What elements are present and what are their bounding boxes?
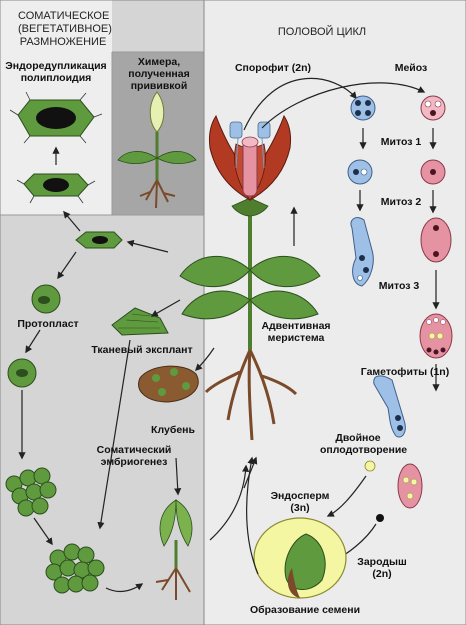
callus-cell (7, 358, 37, 388)
double-fert-label-line-2: оплодотворение (320, 444, 408, 456)
endosperm-nucleus (364, 460, 376, 472)
endo-label-line-1: Эндоредупликация (5, 60, 107, 72)
double-fert-label-line-1: Двойное (335, 432, 381, 444)
left-title-line-1: СОМАТИЧЕСКОЕ (18, 10, 110, 22)
female-tetrad (420, 95, 446, 121)
somatic-embryo-plantlet (155, 499, 193, 600)
chimera-plant (117, 91, 197, 209)
embryo-label-line-2: (2n) (372, 568, 392, 580)
endosperm-label-line-2: (3n) (290, 502, 310, 514)
embryo-sac-8-nuclei (419, 313, 453, 359)
protoplast-label: Протопласт (17, 318, 79, 330)
seed-label: Образование семени (249, 604, 361, 616)
main-plant (179, 197, 321, 441)
embryogenesis-label-line-1: Соматический (96, 444, 172, 456)
mitosis-1-label: Митоз 1 (380, 136, 422, 148)
protoplast (31, 284, 61, 314)
chimera-label-line-3: прививкой (130, 80, 188, 92)
pollen-tube-early (350, 217, 374, 287)
adventive-label-line-1: Адвентивная (261, 320, 331, 332)
megaspore (420, 159, 446, 185)
tuber-label: Клубень (151, 424, 195, 436)
embryo-label-line-1: Зародыш (357, 556, 407, 568)
flower (209, 114, 291, 201)
embryo-sac-2-nuclei (420, 217, 452, 263)
explant-label: Тканевый эксплант (91, 344, 193, 356)
endo-label-line-2: полиплоидия (20, 72, 92, 84)
endosperm-label-line-1: Эндосперм (270, 490, 330, 502)
right-title: ПОЛОВОЙ ЦИКЛ (277, 26, 367, 38)
tuber (138, 365, 199, 403)
tissue-explant (111, 307, 169, 336)
left-title-line-3: РАЗМНОЖЕНИЕ (19, 36, 107, 48)
seed (253, 517, 347, 599)
polyploid-cell-large (9, 91, 103, 144)
mitosis-2-label: Митоз 2 (380, 196, 422, 208)
meiosis-label: Мейоз (394, 62, 428, 74)
embryogenesis-label-line-2: эмбриогенез (100, 456, 168, 468)
embryoid-cluster (45, 543, 105, 594)
mitosis-3-label: Митоз 3 (378, 280, 420, 292)
chimera-label-line-2: полученная (128, 68, 190, 80)
fertilized-embryo-sac (397, 463, 423, 509)
pollen-tube-mature (373, 375, 406, 438)
sporophyte-label: Спорофит (2n) (234, 62, 312, 74)
zygote-nucleus (376, 514, 384, 522)
left-title-line-2: (ВЕГЕТАТИВНОЕ) (18, 23, 112, 35)
diploid-cell (16, 173, 96, 204)
gametophytes-label: Гаметофиты (1n) (360, 366, 450, 378)
adventive-label-line-2: меристема (267, 332, 325, 344)
male-tetrad (350, 95, 376, 121)
explant-cell (75, 231, 123, 249)
pollen-microspore (347, 159, 373, 185)
cell-cluster (5, 467, 57, 517)
chimera-label-line-1: Химера, (137, 56, 181, 68)
